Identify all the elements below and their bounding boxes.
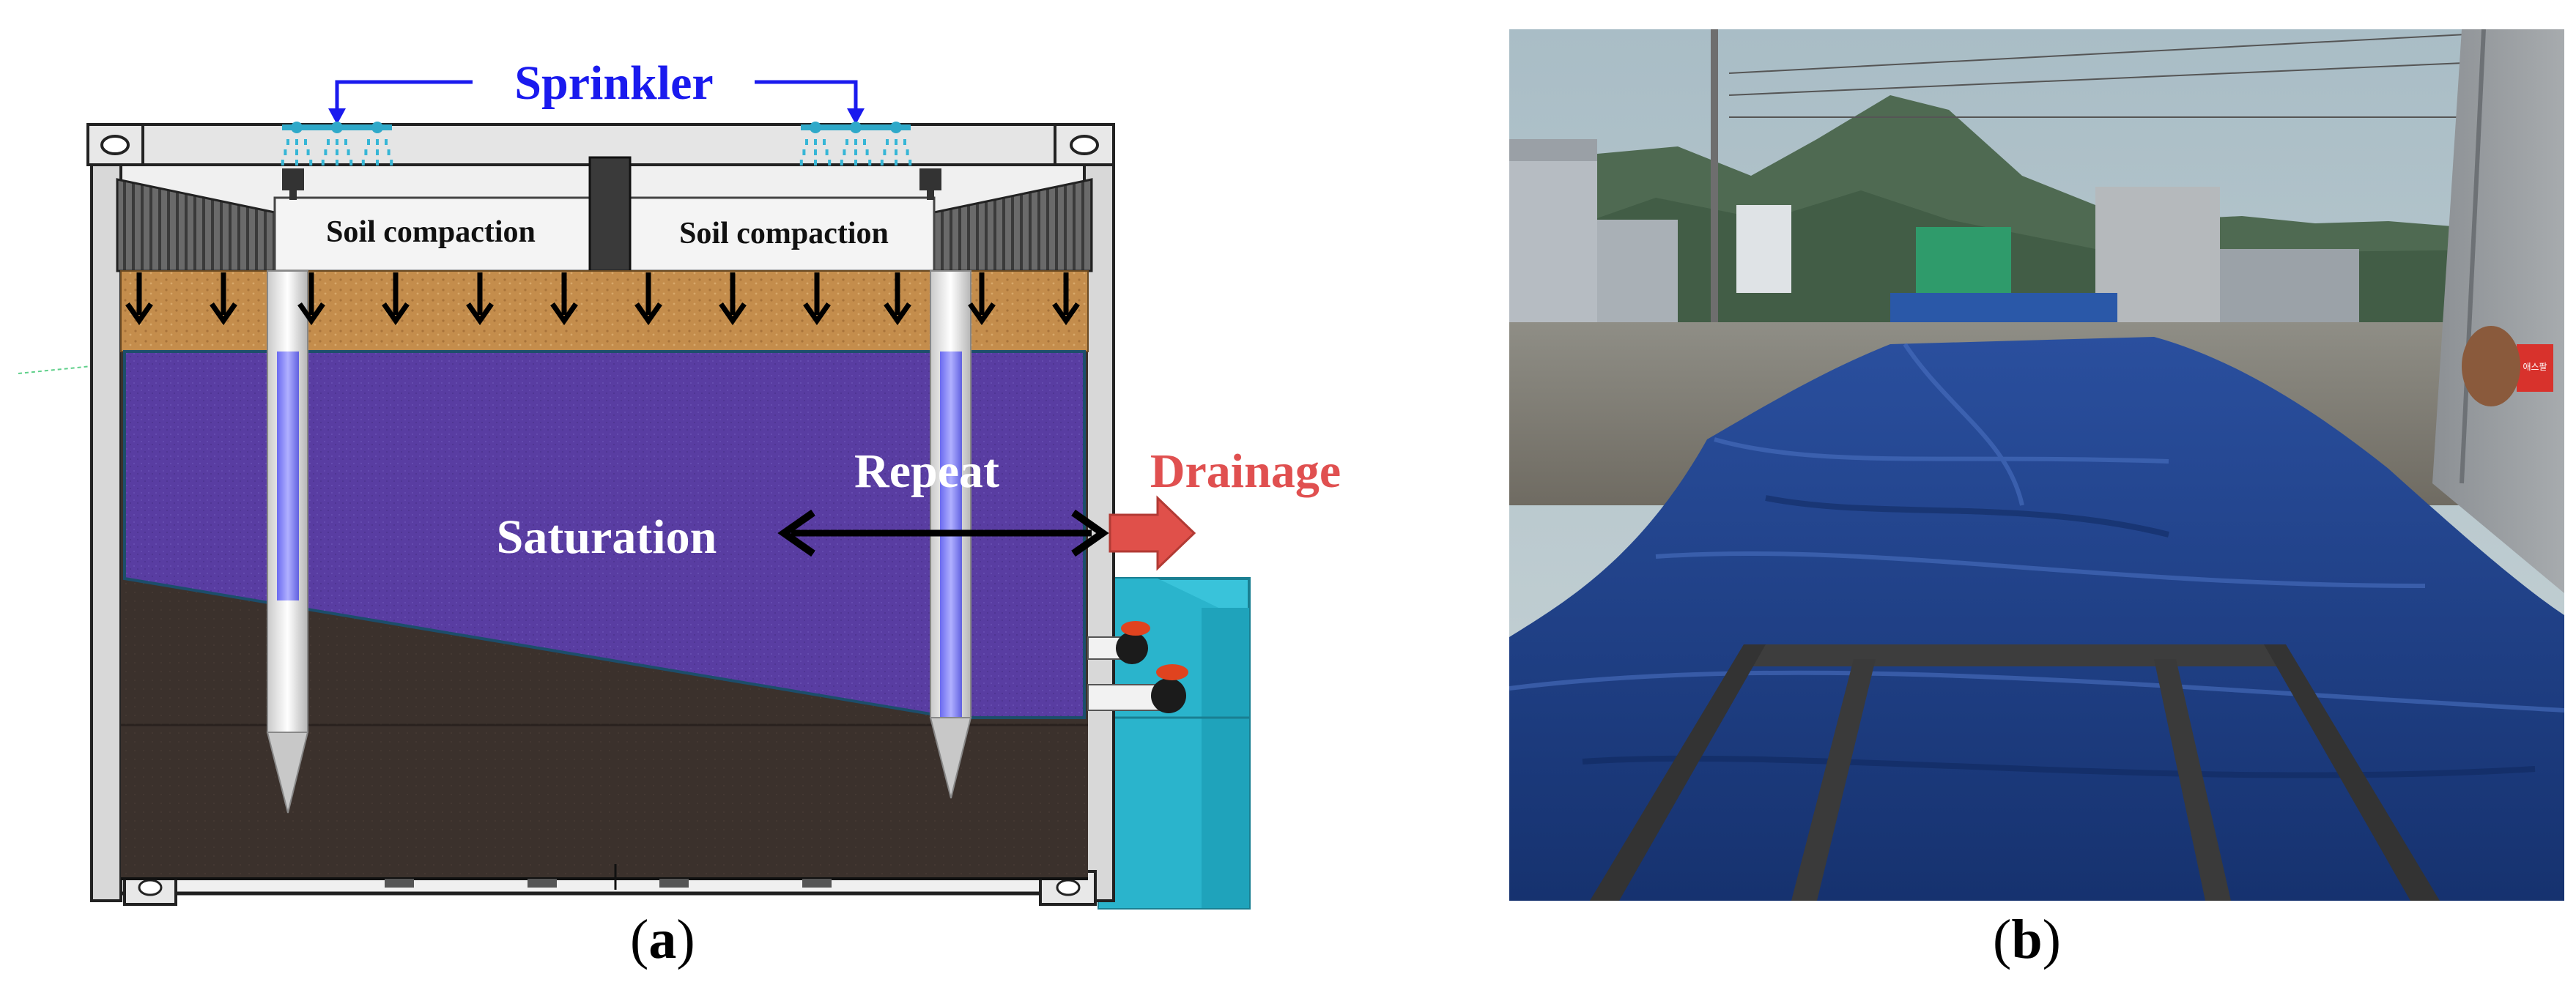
- compaction-arrow-head: [550, 302, 578, 326]
- compaction-arrow-head: [1052, 302, 1080, 326]
- left-compaction-label: Soil compaction: [326, 215, 536, 249]
- repeat-label: Repeat: [854, 445, 999, 498]
- drainage-arrow: [1109, 495, 1196, 571]
- drainage-label: Drainage: [1150, 445, 1341, 498]
- left-well-pipe: [266, 270, 309, 814]
- caption-a: (a): [630, 908, 695, 972]
- sprinkler-label: Sprinkler: [514, 56, 713, 110]
- sprinkler-arrow-left: [328, 80, 473, 124]
- steel-handrail: [1590, 644, 2440, 901]
- compaction-arrow-head: [803, 302, 831, 326]
- caption-a-close: ): [676, 909, 695, 970]
- sprinkler-arrow-right: [755, 80, 865, 124]
- utility-pole: [1711, 29, 1718, 359]
- compaction-arrow-head: [968, 302, 996, 326]
- compaction-arrow-head: [719, 302, 747, 326]
- caption-b-letter: b: [2011, 909, 2043, 970]
- drainage-valve-upper: [1087, 621, 1150, 664]
- compaction-arrow-head: [297, 302, 325, 326]
- compaction-arrow-head: [210, 302, 237, 326]
- saturation-zone: [123, 350, 1086, 719]
- compaction-arrows: [125, 272, 1080, 326]
- caption-b-open: (: [1993, 909, 2012, 970]
- compaction-arrow-head: [466, 302, 494, 326]
- bottom-bolts: [385, 879, 832, 888]
- right-compaction-label: Soil compaction: [679, 217, 889, 250]
- compaction-arrow-head: [125, 302, 153, 326]
- caption-b-close: ): [2042, 909, 2061, 970]
- compaction-arrow-head: [382, 302, 410, 326]
- panel-a-diagram: Sprinkler Soil compaction Soil compactio…: [18, 56, 1341, 910]
- caption-a-letter: a: [648, 909, 677, 970]
- sprinkler-head-right: [799, 122, 912, 166]
- drainage-valve-lower: [1087, 664, 1188, 713]
- caption-b: (b): [1993, 908, 2061, 972]
- sprinkler-mount-right: [919, 168, 941, 200]
- center-post: [588, 156, 632, 272]
- saturation-label: Saturation: [497, 510, 717, 564]
- caption-a-open: (: [630, 909, 649, 970]
- warning-sign: [2517, 344, 2553, 392]
- repeat-double-arrow: [777, 509, 1109, 557]
- panel-b-photo: 애스팔: [1509, 29, 2564, 901]
- warning-sign-text: 애스팔: [2523, 362, 2547, 372]
- right-well-pipe: [929, 270, 972, 799]
- compaction-arrow-head: [884, 302, 911, 326]
- guide-line: [18, 362, 129, 374]
- compaction-arrow-head: [634, 302, 662, 326]
- sprinkler-head-left: [281, 122, 393, 166]
- sprinkler-mount-left: [282, 168, 304, 200]
